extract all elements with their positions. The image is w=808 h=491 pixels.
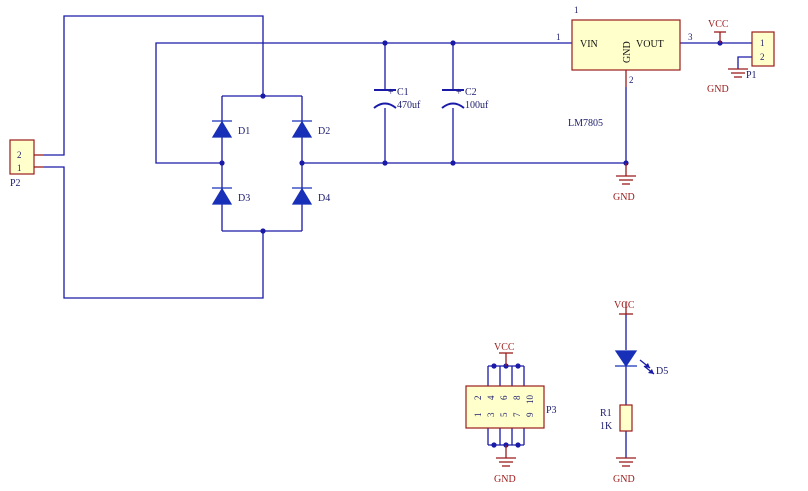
connector-p1[interactable]: 1 2 P1 (746, 31, 775, 81)
regulator-lm7805[interactable]: 1 1 3 2 VIN VOUT GND LM7805 (556, 5, 693, 129)
vcc-symbol-led: VCC (614, 300, 635, 315)
gnd-label-led: GND (613, 474, 635, 485)
regulator-pin3-number: 3 (688, 32, 693, 42)
p3-pin: 4 (486, 395, 496, 400)
vcc-label-p1: VCC (708, 19, 729, 30)
p3-pin: 8 (512, 395, 522, 400)
d4-ref: D4 (318, 193, 330, 204)
capacitor-c2[interactable]: + C2 100uf (441, 87, 489, 111)
c1-polarity: + (388, 87, 394, 98)
gnd-label-p1: GND (707, 84, 729, 95)
c1-value: 470uf (397, 100, 421, 111)
p1-pin-2: 2 (760, 52, 765, 62)
p3-pin: 7 (512, 412, 522, 417)
p3-pin: 9 (525, 412, 535, 417)
gnd-symbol-p3: GND (494, 445, 516, 485)
resistor-r1[interactable]: R1 1K (600, 404, 633, 432)
p3-pin: 5 (499, 412, 509, 417)
r1-ref: R1 (600, 408, 612, 419)
gnd-symbol-regulator: GND (613, 163, 636, 203)
p2-ref: P2 (10, 178, 21, 189)
regulator-pin1-label: 1 (574, 5, 579, 15)
regulator-pin1-number: 1 (556, 32, 561, 42)
p2-pin-2: 2 (17, 150, 22, 160)
p3-ref: P3 (546, 405, 557, 416)
c2-polarity: + (456, 87, 462, 98)
junction-dots (219, 40, 723, 448)
diode-d4[interactable]: D4 (291, 187, 330, 205)
connector-p3[interactable]: 2 4 6 8 10 1 3 5 7 9 P3 (465, 385, 557, 429)
c2-value: 100uf (465, 100, 489, 111)
gnd-symbol-p1: GND (707, 68, 748, 95)
gnd-label-p3: GND (494, 474, 516, 485)
p2-pin-1: 1 (17, 163, 22, 173)
regulator-pin2-number: 2 (629, 75, 634, 85)
capacitor-c1[interactable]: + C1 470uf (373, 87, 421, 111)
d3-ref: D3 (238, 193, 250, 204)
regulator-vin-label: VIN (580, 39, 598, 50)
c2-ref: C2 (465, 87, 477, 98)
p3-pins-bottom: 1 3 5 7 9 (473, 412, 535, 417)
p3-pin: 3 (486, 412, 496, 417)
gnd-label-regulator: GND (613, 192, 635, 203)
wires (44, 15, 752, 458)
connector-p2[interactable]: 2 1 P2 (9, 139, 44, 189)
p3-pins-top: 2 4 6 8 10 (473, 395, 535, 405)
led-d5[interactable]: D5 (614, 350, 668, 377)
vcc-symbol-p3: VCC (494, 342, 515, 366)
diode-d3[interactable]: D3 (211, 187, 250, 205)
vcc-symbol-p1: VCC (708, 19, 729, 43)
regulator-vout-label: VOUT (636, 39, 664, 50)
p3-pin: 6 (499, 395, 509, 400)
r1-value: 1K (600, 421, 613, 432)
p3-pin: 10 (525, 395, 535, 405)
d5-ref: D5 (656, 366, 668, 377)
regulator-part-number: LM7805 (568, 118, 603, 129)
diode-d2[interactable]: D2 (291, 120, 330, 138)
vcc-label-led: VCC (614, 300, 635, 311)
gnd-symbol-led: GND (613, 457, 636, 485)
p1-ref: P1 (746, 70, 757, 81)
p1-pin-1: 1 (760, 38, 765, 48)
regulator-gnd-label: GND (622, 41, 633, 63)
p3-pin: 1 (473, 413, 483, 418)
d2-ref: D2 (318, 126, 330, 137)
vcc-label-p3: VCC (494, 342, 515, 353)
d1-ref: D1 (238, 126, 250, 137)
light-emission-arrows-icon (639, 359, 655, 375)
diode-d1[interactable]: D1 (211, 120, 250, 138)
c1-ref: C1 (397, 87, 409, 98)
p3-pin: 2 (473, 396, 483, 401)
